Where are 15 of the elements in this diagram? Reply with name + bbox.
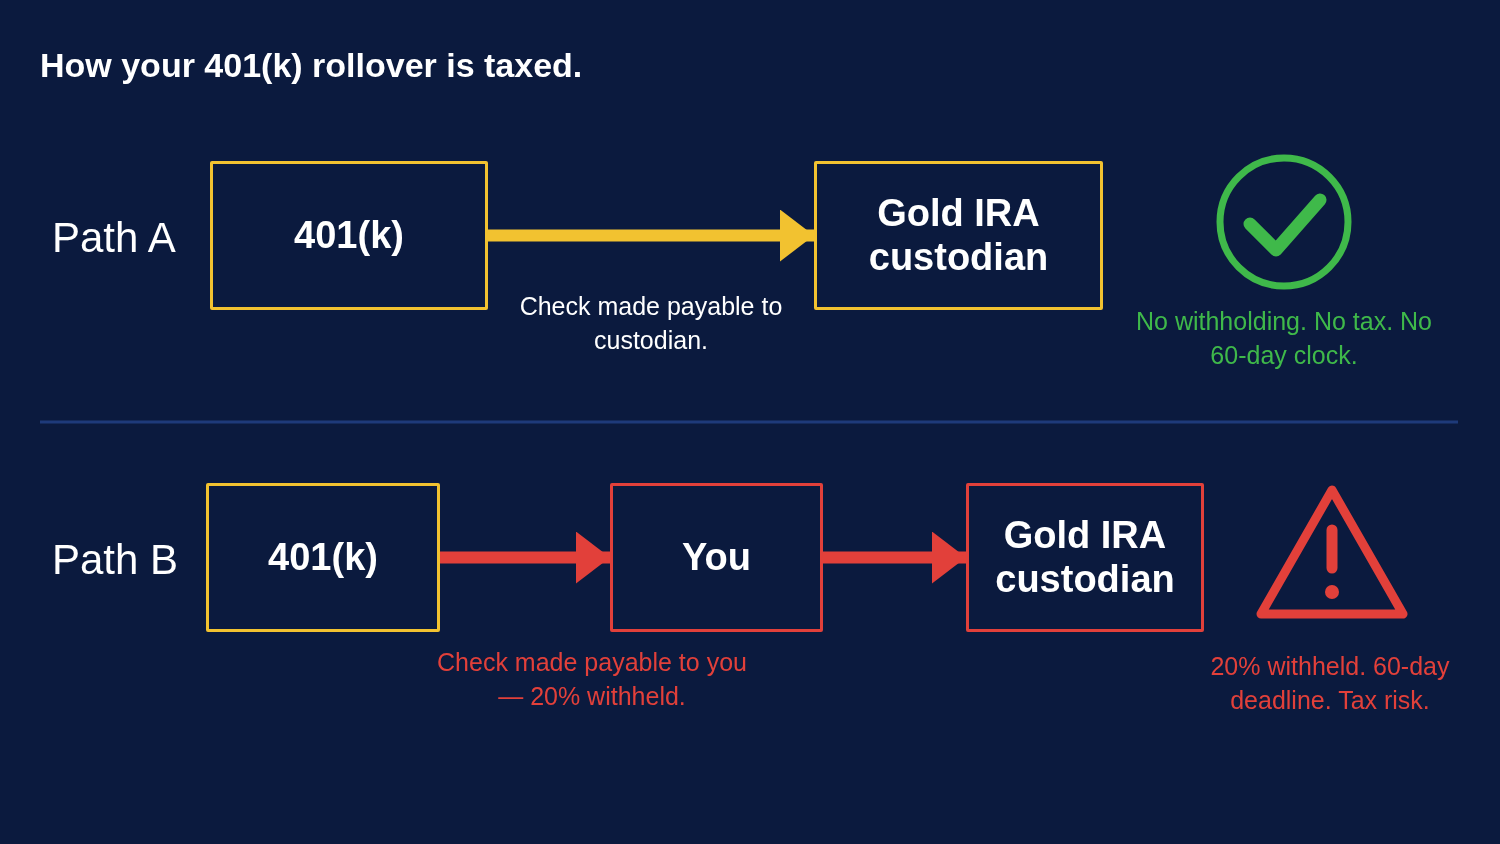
process-box: Gold IRA custodian — [966, 483, 1204, 632]
edge-label: Check made payable to you — 20% withheld. — [436, 647, 748, 712]
arrow — [440, 531, 610, 584]
row-label: Path A — [52, 213, 177, 263]
note-text: 20% withheld. 60-day deadline. Tax risk. — [1209, 651, 1451, 716]
arrow — [823, 531, 966, 584]
title: How your 401(k) rollover is taxed. — [40, 45, 583, 86]
arrow — [488, 209, 814, 262]
row-label: Path B — [52, 535, 180, 585]
process-box: You — [610, 483, 823, 632]
note-text: No withholding. No tax. No 60-day clock. — [1135, 306, 1433, 371]
edge-label: Check made payable to custodian. — [518, 291, 784, 356]
process-box: Gold IRA custodian — [814, 161, 1103, 310]
process-box: 401(k) — [210, 161, 488, 310]
process-box: 401(k) — [206, 483, 440, 632]
